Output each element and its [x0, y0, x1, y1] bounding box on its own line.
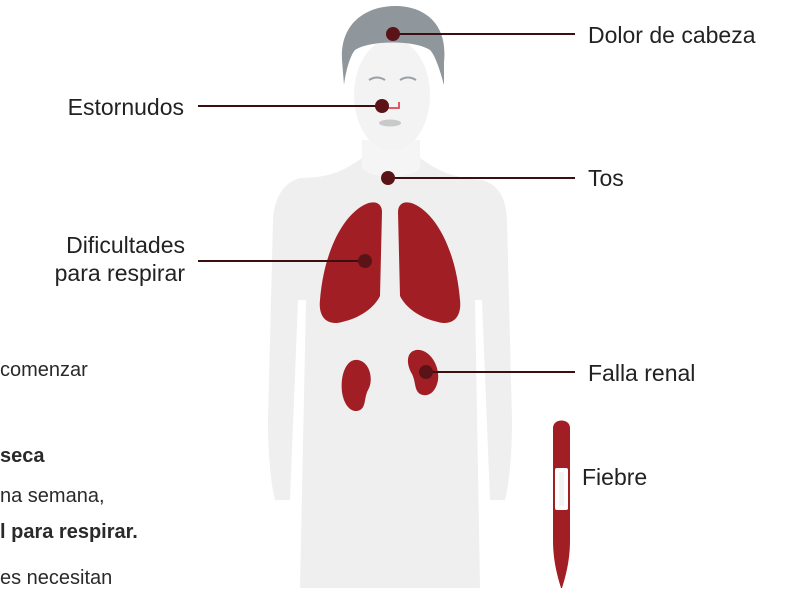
- cut-text-line1: comenzar: [0, 358, 88, 382]
- label-headache: Dolor de cabeza: [588, 22, 756, 49]
- cut-text-line5: es necesitan: [0, 566, 112, 590]
- label-breathing-1: Dificultades: [30, 232, 185, 259]
- cut-text-line2: seca: [0, 444, 45, 468]
- kidney-marker: [419, 365, 433, 379]
- label-breathing-2: para respirar: [30, 260, 185, 287]
- cut-text-line3: na semana,: [0, 484, 105, 508]
- cough-marker: [381, 171, 395, 185]
- body-silhouette: [268, 140, 512, 588]
- breathing-marker: [358, 254, 372, 268]
- label-fever: Fiebre: [582, 464, 647, 491]
- headache-marker: [386, 27, 400, 41]
- sneezing-marker: [375, 99, 389, 113]
- label-kidney: Falla renal: [588, 360, 695, 387]
- thermometer-icon: [553, 421, 570, 589]
- label-sneezing: Estornudos: [30, 94, 184, 121]
- cut-text-line4: l para respirar.: [0, 520, 138, 544]
- label-cough: Tos: [588, 165, 624, 192]
